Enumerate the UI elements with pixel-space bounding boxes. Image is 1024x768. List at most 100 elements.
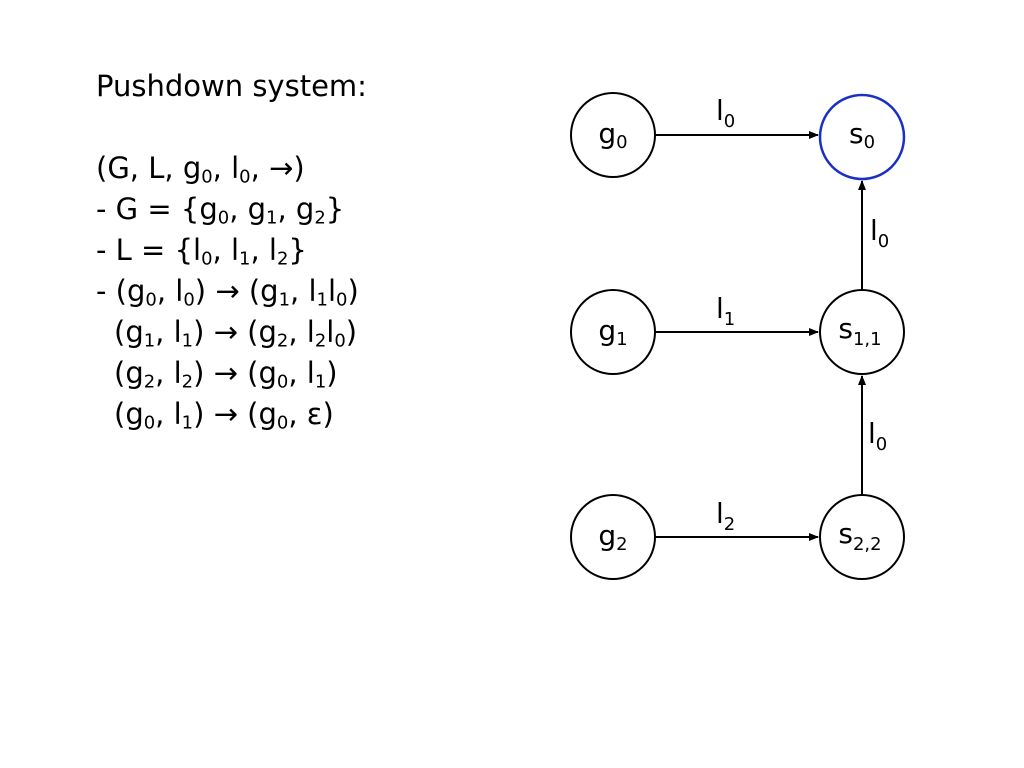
- rule-sub: 0: [334, 330, 346, 352]
- node-circle: [570, 494, 656, 580]
- node-g1: g1: [570, 289, 656, 375]
- node-s22: s2,2: [819, 494, 905, 580]
- rule-sub: 1: [316, 289, 328, 311]
- l-set-prefix: - L = {l: [96, 233, 202, 267]
- rule-text: (g: [239, 274, 279, 308]
- rule-text: , l: [155, 397, 182, 431]
- tuple-open: (G, L, g: [96, 151, 202, 185]
- rule-sub: 1: [181, 412, 194, 434]
- node-label: s2,2: [838, 517, 881, 555]
- rule-sub: 1: [278, 289, 291, 311]
- edge-label: l0: [870, 214, 889, 252]
- epsilon-symbol: ε: [306, 397, 323, 431]
- tuple-mid: , l: [212, 151, 240, 185]
- arrow-symbol: →: [213, 315, 238, 349]
- l-set-line: - L = {l0, l1, l2}: [96, 230, 367, 271]
- edge-label: l0: [868, 417, 887, 455]
- rule-text: ): [345, 315, 358, 349]
- rule-text: ): [326, 356, 338, 390]
- rule-text: , l: [290, 274, 317, 308]
- rule-text: , l: [155, 356, 182, 390]
- rule-text: (g: [237, 315, 277, 349]
- rule-line: (g0, l1) → (g0, ε): [96, 394, 367, 435]
- l-set-mid: , l: [212, 233, 240, 267]
- rule-sub: 0: [145, 289, 157, 311]
- definition-title: Pushdown system:: [96, 69, 367, 103]
- rule-sub: 2: [143, 371, 156, 393]
- node-circle-accent: [818, 93, 906, 181]
- node-label: g2: [598, 519, 627, 555]
- rule-line: (g1, l1) → (g2, l2l0): [96, 312, 367, 353]
- edge-label: l2: [716, 497, 735, 535]
- node-s11: s1,1: [819, 289, 905, 375]
- arrow-symbol: →: [213, 397, 238, 431]
- l-set-mid: , l: [250, 233, 277, 267]
- rule-text: (g: [114, 397, 144, 431]
- rule-sub: 2: [181, 371, 194, 393]
- rule-text: (g: [237, 397, 277, 431]
- arrow-symbol: →: [215, 274, 240, 308]
- node-label: g0: [598, 117, 627, 153]
- rule-text: (g: [114, 356, 144, 390]
- rule-line: (g2, l2) → (g0, l1): [96, 353, 367, 394]
- node-g0: g0: [570, 92, 656, 178]
- edge-label: l1: [716, 292, 735, 330]
- g-set-sub: 0: [217, 207, 230, 229]
- node-label: s1,1: [838, 312, 881, 350]
- rule-text: ,: [288, 397, 307, 431]
- rule-sub: 2: [314, 330, 327, 352]
- tuple-close: ): [293, 151, 305, 185]
- rule-sub: 0: [276, 412, 289, 434]
- g-set-line: - G = {g0, g1, g2}: [96, 189, 367, 230]
- g-set-close: }: [325, 192, 345, 226]
- rule-text: l: [327, 274, 337, 308]
- rule-text: - (g: [96, 274, 146, 308]
- l-set-close: }: [288, 233, 307, 267]
- rule-sub: 2: [276, 330, 289, 352]
- rule-line: - (g0, l0) → (g1, l1l0): [96, 271, 367, 312]
- pushdown-definition: Pushdown system: (G, L, g0, l0, →) - G =…: [96, 66, 367, 435]
- edge-label: l0: [716, 94, 735, 132]
- rule-sub: 0: [276, 371, 289, 393]
- node-s0: s0: [818, 93, 906, 181]
- rule-sub: 0: [143, 412, 156, 434]
- rule-text: (g: [237, 356, 277, 390]
- rule-text: ): [193, 356, 214, 390]
- node-circle: [819, 494, 905, 580]
- g-set-prefix: - G = {g: [96, 192, 218, 226]
- node-circle: [819, 289, 905, 375]
- node-g2: g2: [570, 494, 656, 580]
- rule-text: , l: [155, 315, 182, 349]
- tuple-line: (G, L, g0, l0, →): [96, 148, 367, 189]
- l-set-sub: 0: [201, 248, 213, 270]
- rule-sub: 1: [181, 330, 194, 352]
- arrow-symbol: →: [269, 151, 294, 185]
- node-label: s0: [849, 117, 875, 153]
- g-set-mid: , g: [229, 192, 267, 226]
- tuple-sub: 0: [239, 166, 251, 188]
- node-label: g1: [598, 314, 627, 350]
- tuple-mid: ,: [250, 151, 270, 185]
- rule-text: ): [194, 274, 216, 308]
- rule-text: , l: [288, 356, 315, 390]
- rule-text: ): [322, 397, 334, 431]
- rule-text: (g: [114, 315, 144, 349]
- rule-text: , l: [156, 274, 184, 308]
- l-set-sub: 2: [276, 248, 289, 270]
- g-set-sub: 1: [266, 207, 278, 229]
- rule-text: ): [193, 397, 214, 431]
- rule-sub: 1: [314, 371, 327, 393]
- rule-text: , l: [288, 315, 315, 349]
- l-set-sub: 1: [239, 248, 251, 270]
- rule-sub: 1: [143, 330, 156, 352]
- rule-text: l: [326, 315, 335, 349]
- arrow-symbol: →: [213, 356, 238, 390]
- rule-sub: 0: [336, 289, 348, 311]
- g-set-sub: 2: [314, 207, 326, 229]
- node-circle: [570, 92, 656, 178]
- rule-text: ): [193, 315, 214, 349]
- rule-sub: 0: [183, 289, 195, 311]
- g-set-mid: , g: [277, 192, 315, 226]
